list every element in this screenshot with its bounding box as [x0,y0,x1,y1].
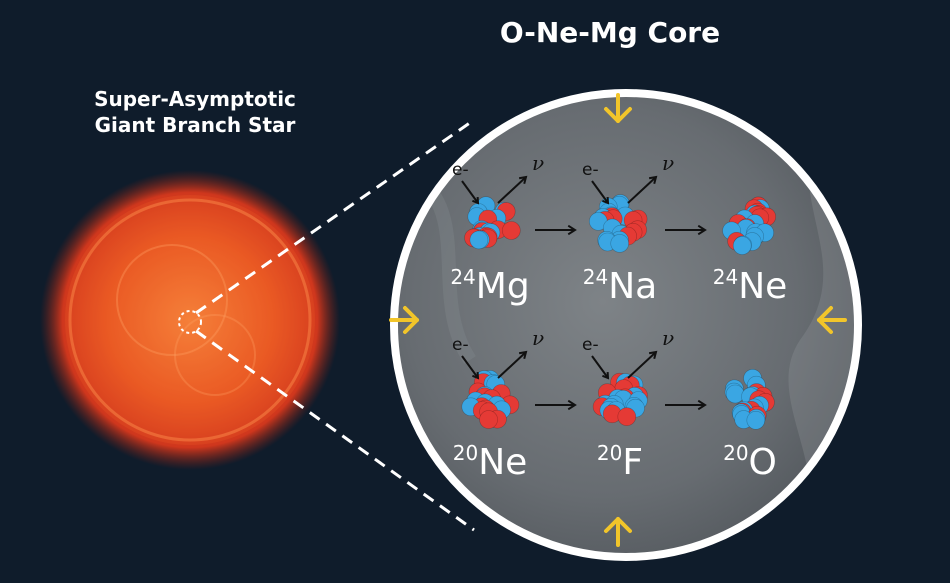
neutrino-arrow-icon [627,350,658,379]
nucleus-24Na [588,194,648,253]
element-symbol: F [622,442,643,483]
mass-number: 20 [597,441,622,465]
nucleus-20F [592,372,648,427]
nucleus-24Ne [722,196,777,255]
element-symbol: Ne [478,442,527,483]
isotope-label: 20F [597,441,643,483]
isotope-label: 20Ne [453,441,528,483]
electron-label: e- [452,160,469,180]
isotope-label: 24Na [583,265,657,307]
electron-capture-arrow-icon [461,180,480,205]
element-symbol: Ne [738,266,787,307]
core-marker-icon [178,310,202,334]
compression-arrow-top-icon [604,93,632,123]
element-symbol: Na [608,266,657,307]
compression-arrow-right-icon [817,306,847,334]
isotope-label: 20O [723,441,777,483]
nucleus-20O [724,368,775,430]
mass-number: 20 [453,441,478,465]
element-symbol: Mg [476,266,530,307]
neutrino-arrow-icon [497,175,528,204]
mass-number: 20 [723,441,748,465]
electron-label: e- [452,335,469,355]
electron-capture-arrow-icon [591,180,610,205]
star-label-line2: Giant Branch Star [94,113,296,137]
neutrino-label: ν [662,326,674,350]
compression-arrow-left-icon [389,306,419,334]
star-graphic [40,170,340,470]
electron-label: e- [582,335,599,355]
isotope-label: 24Mg [450,265,529,307]
element-symbol: O [749,442,777,483]
mass-number: 24 [450,265,475,289]
neutrino-arrow-icon [497,350,528,379]
zoom-line-bottom [195,329,475,532]
mass-number: 24 [713,265,738,289]
zoom-line-top [195,118,475,315]
mass-number: 24 [583,265,608,289]
neutrino-label: ν [532,151,544,175]
electron-capture-arrow-icon [461,355,480,380]
neutrino-arrow-icon [627,175,658,204]
transition-arrow-icon [665,224,707,236]
transition-arrow-icon [535,399,577,411]
star-label-line1: Super-Asymptotic [94,87,296,111]
transition-arrow-icon [535,224,577,236]
compression-arrow-bottom-icon [604,517,632,547]
isotope-label: 24Ne [713,265,788,307]
star-label: Super-Asymptotic Giant Branch Star [40,86,350,138]
neutrino-label: ν [532,326,544,350]
nucleus-24Mg [464,196,521,250]
neutrino-label: ν [662,151,674,175]
electron-capture-arrow-icon [591,355,610,380]
nucleus-20Ne [461,370,520,429]
electron-label: e- [582,160,599,180]
core-title: O-Ne-Mg Core [499,16,721,49]
transition-arrow-icon [665,399,707,411]
